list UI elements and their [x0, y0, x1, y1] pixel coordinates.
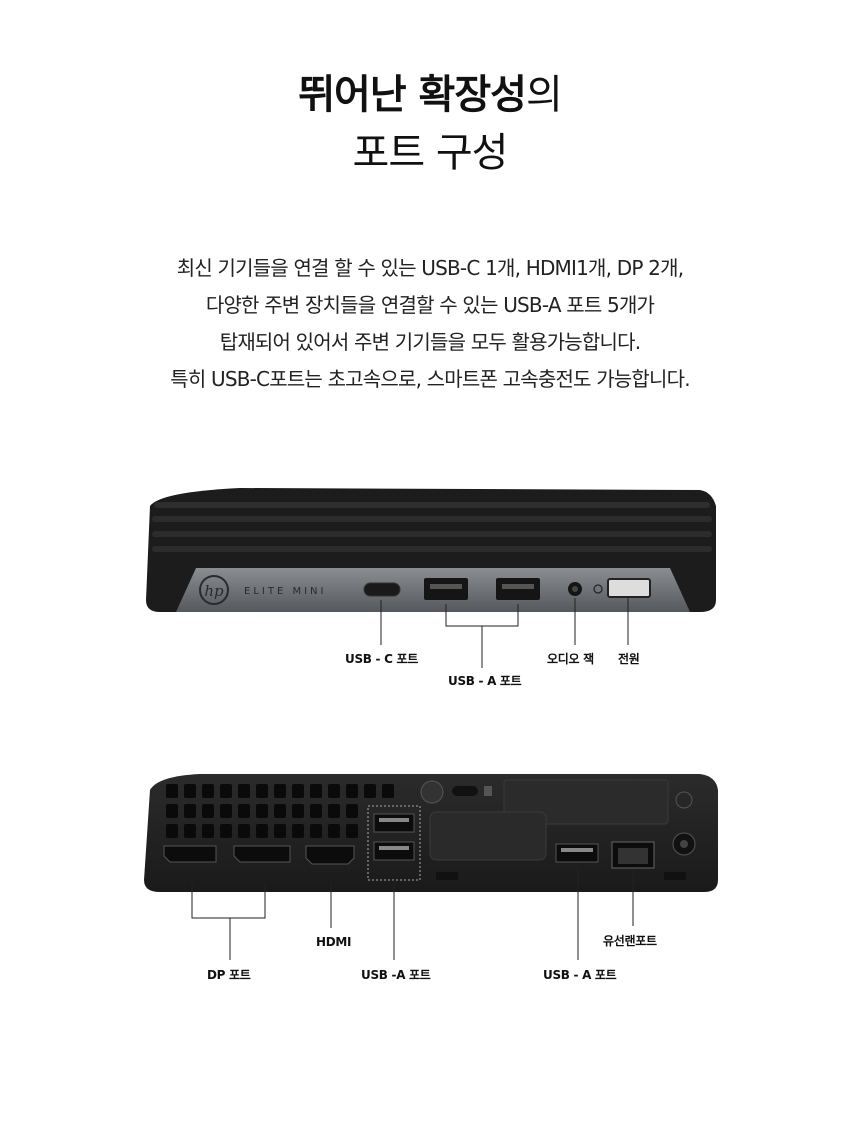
- description-line: 탑재되어 있어서 주변 기기들을 모두 활용가능합니다.: [219, 330, 641, 354]
- title-bold: 뛰어난 확장성: [298, 72, 527, 118]
- usb-a-port-icon: [555, 843, 599, 863]
- usb-a-port-icon: [373, 813, 415, 833]
- label-lan: 유선랜포트: [603, 934, 657, 948]
- title-light: 의: [525, 72, 563, 118]
- usb-a-port-icon: [373, 841, 415, 861]
- page-subtitle: 포트 구성: [352, 130, 509, 176]
- thumb-screw-icon: [420, 780, 444, 804]
- description-line: 특히 USB-C포트는 초고속으로, 스마트폰 고속충전도 가능합니다.: [170, 367, 690, 391]
- hp-logo-icon: [199, 575, 229, 605]
- power-button-icon: [607, 578, 651, 598]
- svg-text:hp: hp: [204, 582, 224, 600]
- page-title: 뛰어난 확장성의: [0, 70, 860, 120]
- description: 최신 기기들을 연결 할 수 있는 USB-C 1개, HDMI1개, DP 2…: [0, 250, 860, 398]
- label-usb-c: USB - C 포트: [345, 652, 418, 666]
- description-line: 다양한 주변 장치들을 연결할 수 있는 USB-A 포트 5개가: [205, 293, 655, 317]
- description-line: 최신 기기들을 연결 할 수 있는 USB-C 1개, HDMI1개, DP 2…: [176, 256, 684, 280]
- label-dp: DP 포트: [207, 968, 251, 982]
- hdmi-port-icon: [305, 845, 355, 865]
- usb-c-port-icon: [363, 582, 401, 597]
- dp-port-icon: [163, 845, 217, 863]
- label-audio-jack: 오디오 잭: [547, 652, 594, 666]
- label-power: 전원: [618, 652, 640, 666]
- label-usb-a-rear-left: USB -A 포트: [361, 968, 431, 982]
- front-device: hp ELITE MINI: [146, 488, 716, 612]
- label-hdmi: HDMI: [316, 935, 352, 949]
- rear-device: [144, 774, 718, 892]
- label-usb-a-front: USB - A 포트: [448, 674, 522, 688]
- brand-text: ELITE MINI: [244, 586, 326, 597]
- dp-port-icon: [233, 845, 291, 863]
- label-usb-a-rear-right: USB - A 포트: [543, 968, 617, 982]
